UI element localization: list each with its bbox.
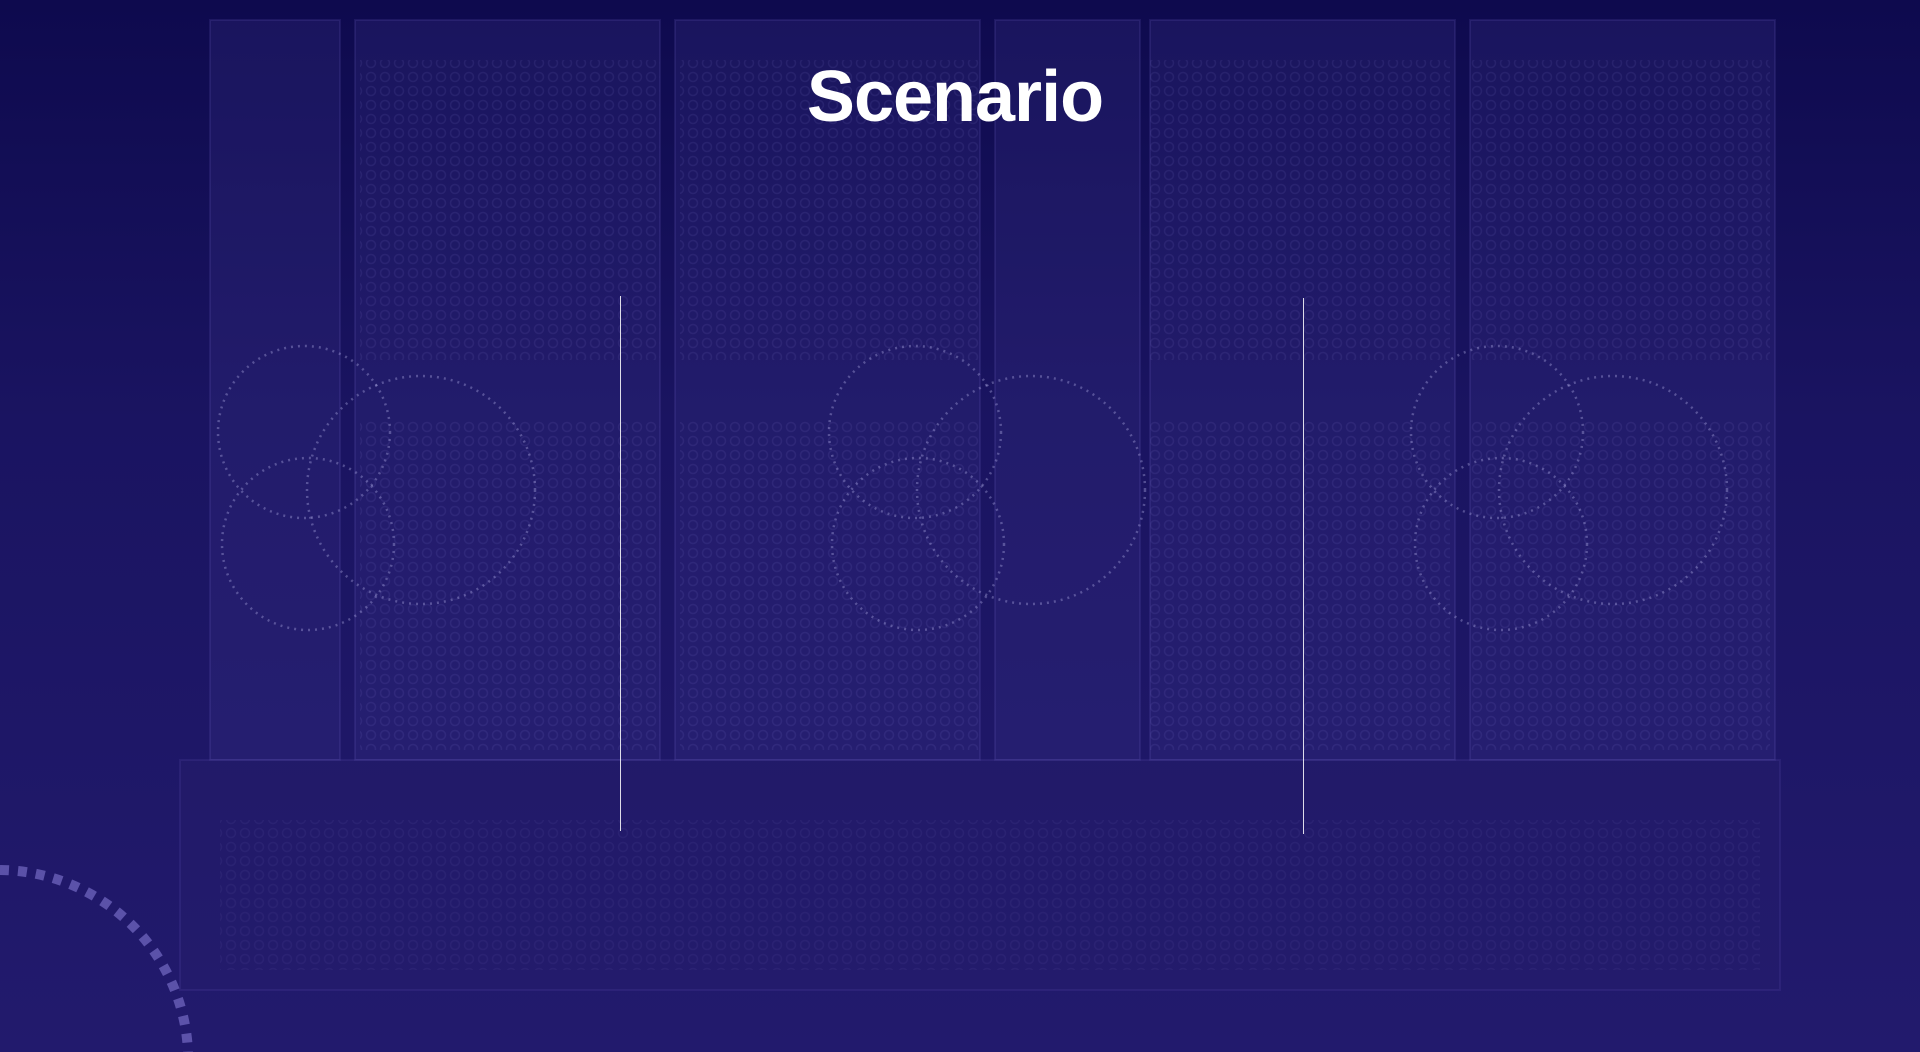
rack-mesh — [220, 60, 1770, 970]
decorative-circles-left — [216, 344, 537, 632]
rack-base — [179, 759, 1781, 991]
column-divider-right — [1303, 298, 1304, 834]
column-divider-left — [620, 296, 621, 831]
slide-title: Scenario — [806, 57, 1104, 137]
decorative-dashed-arc — [0, 865, 193, 1052]
decorative-circles-right — [1409, 344, 1729, 632]
decorative-circles-middle — [827, 344, 1147, 632]
